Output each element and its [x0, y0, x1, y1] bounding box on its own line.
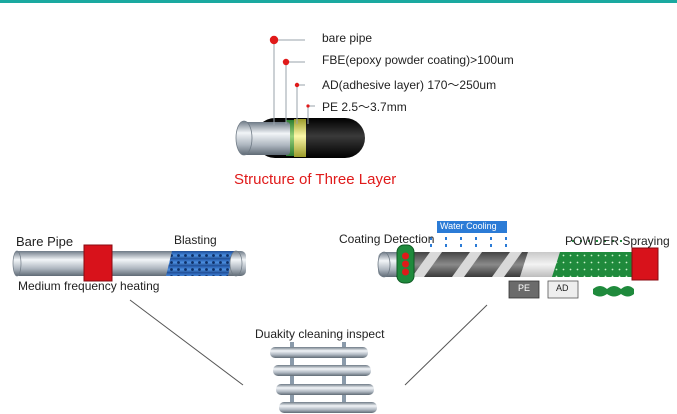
water-cooling-bar — [437, 221, 507, 233]
label-medium-frequency-heating: Medium frequency heating — [18, 279, 160, 293]
right-coating-line — [377, 221, 659, 299]
marker-dot-ad — [294, 82, 300, 88]
converging-lines — [129, 299, 488, 386]
water-drops — [430, 237, 507, 247]
label-coating-detection: Coating Detection — [339, 232, 435, 246]
label-ad: AD(adhesive layer) 170～250um — [322, 78, 497, 92]
heating-coil — [83, 244, 113, 282]
marker-dot-fbe — [282, 58, 290, 66]
powder-nozzle — [593, 286, 634, 297]
pe-extruder-box — [508, 280, 540, 299]
inspection-pipes — [270, 342, 377, 413]
top-accent-bar — [0, 0, 677, 3]
label-ad-box: AD — [556, 283, 569, 293]
three-layer-pipe — [235, 118, 365, 158]
label-cleaning-inspect: Duakity cleaning inspect — [255, 327, 385, 341]
layer-marker-dots — [269, 35, 310, 108]
label-bare-pipe: bare pipe — [322, 31, 373, 45]
label-water-cooling: Water Cooling — [440, 221, 497, 231]
label-powder-spraying: POWDER Spraying — [565, 234, 670, 248]
marker-dot-bare-pipe — [269, 35, 279, 45]
powder-spray-head — [631, 247, 659, 281]
label-fbe: FBE(epoxy powder coating)>100um — [322, 53, 514, 67]
label-pe-box: PE — [518, 283, 531, 293]
marker-dot-pe — [306, 104, 310, 108]
blasting-section — [166, 251, 234, 276]
label-blasting: Blasting — [174, 233, 217, 247]
label-bare-pipe-stage: Bare Pipe — [16, 234, 74, 249]
layer-leader-lines — [273, 39, 315, 125]
ad-extruder-box — [547, 280, 579, 299]
left-pipe-line — [12, 244, 246, 282]
diagram-title: Structure of Three Layer — [234, 171, 397, 188]
label-pe: PE 2.5～3.7mm — [322, 100, 407, 114]
